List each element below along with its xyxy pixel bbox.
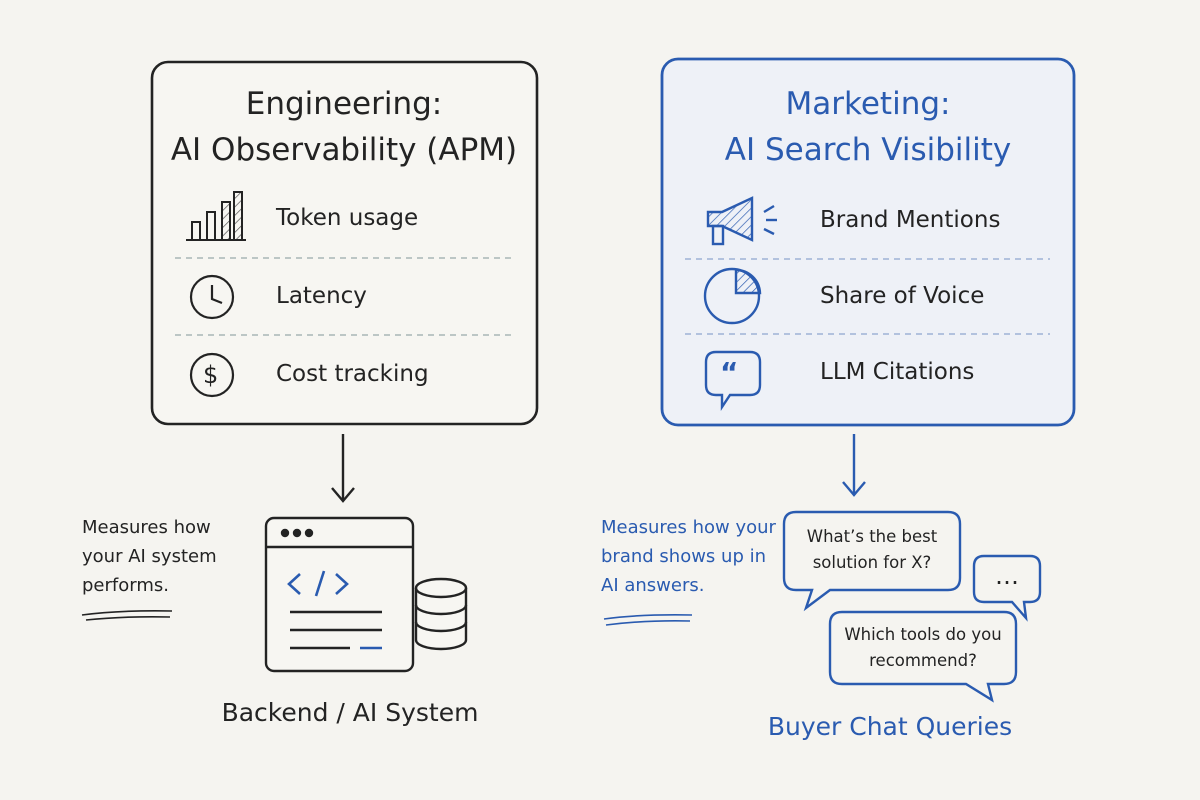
quote-glyph: “	[720, 356, 739, 389]
marketing-item-label: Brand Mentions	[820, 207, 1001, 233]
quote-bubble-icon	[704, 350, 762, 411]
chat-bubble-1-text: What’s the best solution for X?	[806, 527, 938, 572]
marketing-item-label: Share of Voice	[820, 283, 985, 309]
bar-chart-icon	[186, 191, 246, 241]
chat-bubble-3-text: Which tools do you recommend?	[844, 625, 1002, 670]
note-underline	[81, 610, 173, 621]
chat-bubble-2	[972, 554, 1042, 622]
marketing-item-label: LLM Citations	[820, 359, 975, 385]
chat-bubble-2-text: …	[995, 562, 1019, 590]
code-icon	[287, 570, 349, 597]
engineering-item-label: Token usage	[276, 205, 419, 231]
engineering-panel	[150, 60, 539, 426]
engineering-item-label: Cost tracking	[276, 361, 429, 387]
engineering-note: Measures how your AI system performs.	[82, 517, 217, 596]
clock-icon	[189, 274, 235, 320]
note-underline	[603, 614, 693, 626]
megaphone-icon	[706, 196, 777, 246]
engineering-arrow	[331, 434, 355, 503]
pie-chart-icon	[703, 267, 762, 325]
backend-window-icon	[264, 516, 415, 673]
engineering-item-label: Latency	[276, 283, 367, 309]
dollar-icon	[189, 352, 235, 398]
marketing-arrow	[842, 434, 866, 497]
marketing-note: Measures how your brand shows up in AI a…	[601, 517, 776, 596]
dollar-icon-glyph: $	[203, 361, 219, 389]
marketing-title-line1: Marketing:	[785, 86, 951, 122]
engineering-title-line2: AI Observability (APM)	[170, 132, 518, 168]
engineering-title-line1: Engineering:	[245, 86, 443, 122]
marketing-caption: Buyer Chat Queries	[767, 712, 1013, 741]
engineering-caption: Backend / AI System	[221, 698, 479, 727]
marketing-title-line2: AI Search Visibility	[724, 132, 1012, 168]
chat-bubble-1	[782, 510, 962, 612]
chat-bubble-3	[828, 610, 1018, 703]
database-icon	[414, 577, 468, 651]
